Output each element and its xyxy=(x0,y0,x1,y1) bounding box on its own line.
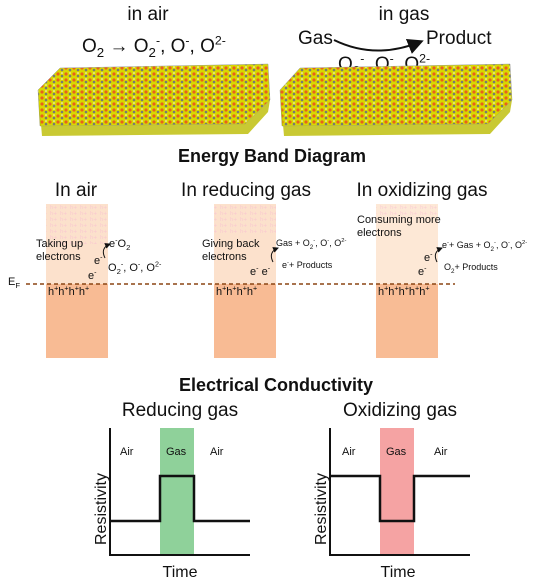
reducing-ylabel: Resistivity xyxy=(93,472,111,546)
ox-electron2: e- xyxy=(418,264,427,278)
gas-curve-arrow xyxy=(333,39,424,54)
reducing-xlabel: Time xyxy=(162,564,198,581)
air-reaction: O2 → O2-, O-, O2- xyxy=(82,33,226,60)
air-o2: e-O2 xyxy=(109,236,131,253)
band-panel-oxidizing-title: In oxidizing gas xyxy=(356,180,488,201)
note-consuming: Consuming more electrons xyxy=(357,214,441,239)
air-species: O2-, O-, O2- xyxy=(108,260,162,277)
red-region-air1: Air xyxy=(120,446,134,458)
band-title: Energy Band Diagram xyxy=(177,146,367,166)
ox-electron1: e- xyxy=(424,250,433,264)
band-red-lower xyxy=(214,284,276,358)
ox-region-air2: Air xyxy=(434,446,448,458)
oxidizing-result: O2+ Products xyxy=(444,262,498,275)
reducing-reaction: Gas + O2-, O-, O2- xyxy=(276,238,347,251)
band-air-lower xyxy=(46,284,108,358)
air-electron2: e- xyxy=(88,268,97,282)
ox-region-gas: Gas xyxy=(386,446,407,458)
air-electron: e- xyxy=(94,253,103,267)
band-panel-air-title: In air xyxy=(54,180,98,201)
reducing-result: e-+ Products xyxy=(282,260,333,270)
air-heading: in air xyxy=(127,4,169,25)
plot-reducing-title: Reducing gas xyxy=(121,400,239,421)
conductivity-title: Electrical Conductivity xyxy=(178,375,374,395)
holes-oxidizing: h+h+h+h+h+ xyxy=(378,284,430,298)
red-region-gas: Gas xyxy=(166,446,187,458)
holes-air: h+h+h+h+ xyxy=(48,284,90,298)
holes-reducing: h+h+h+h+ xyxy=(216,284,258,298)
fermi-label: EF xyxy=(8,276,21,291)
oxidizing-xlabel: Time xyxy=(380,564,416,581)
crystal-slab-gas xyxy=(279,63,513,136)
oxidizing-resistivity-trace xyxy=(330,474,470,523)
band-panel-reducing-title: In reducing gas xyxy=(181,180,311,201)
gas-region-oxidizing xyxy=(380,428,414,554)
gas-heading: in gas xyxy=(378,4,430,25)
band-ox-lower xyxy=(376,284,438,358)
reducing-resistivity-trace xyxy=(110,474,250,523)
gas-reaction-from: Gas xyxy=(298,28,333,49)
note-giving-back: Giving back electrons xyxy=(202,238,260,263)
red-region-air2: Air xyxy=(210,446,224,458)
gas-reaction-to: Product xyxy=(426,28,492,49)
plot-oxidizing-title: Oxidizing gas xyxy=(342,400,458,421)
ox-region-air1: Air xyxy=(342,446,356,458)
crystal-slab-air xyxy=(37,63,271,136)
gas-region-reducing xyxy=(160,428,194,554)
oxidizing-ylabel: Resistivity xyxy=(313,472,331,546)
note-taking-up: Taking up electrons xyxy=(36,238,84,263)
oxidizing-reaction: e-+ Gas + O2-, O-, O2- xyxy=(442,240,528,253)
red-electrons: e- e- xyxy=(250,264,271,278)
